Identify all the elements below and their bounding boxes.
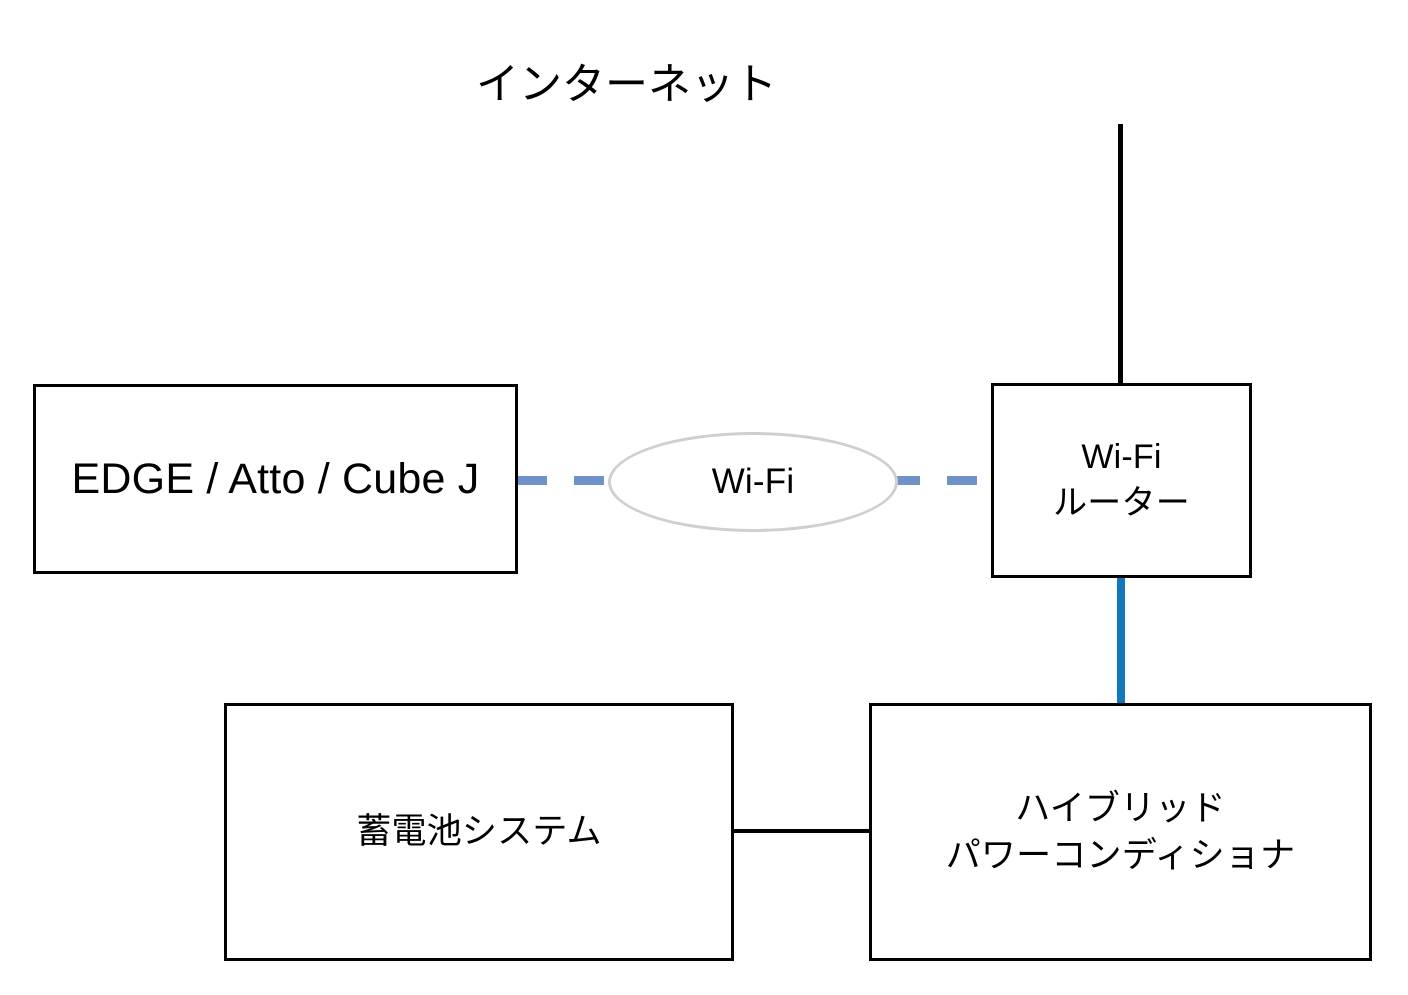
node-edge-device[interactable]: EDGE / Atto / Cube J	[33, 384, 518, 574]
node-wifi-router[interactable]: Wi-Fi ルーター	[991, 383, 1252, 578]
internet-label: インターネット	[476, 61, 777, 109]
connector-internet-to-router	[1118, 124, 1123, 386]
connector-edge-to-wifi-cloud	[517, 476, 617, 485]
node-wifi-router-label: Wi-Fi ルーター	[1053, 437, 1190, 522]
node-battery-system-label: 蓄電池システム	[356, 812, 602, 852]
node-battery-system[interactable]: 蓄電池システム	[224, 703, 734, 961]
node-wifi-cloud[interactable]: Wi-Fi	[608, 432, 898, 532]
node-power-conditioner[interactable]: ハイブリッド パワーコンディショナ	[869, 703, 1372, 961]
node-power-conditioner-label: ハイブリッド パワーコンディショナ	[945, 788, 1296, 875]
connector-battery-to-power-conditioner	[731, 829, 872, 833]
connector-router-to-power-conditioner	[1117, 575, 1125, 706]
node-edge-device-label: EDGE / Atto / Cube J	[71, 454, 480, 503]
node-wifi-cloud-label: Wi-Fi	[711, 462, 795, 502]
connector-wifi-cloud-to-router	[890, 476, 995, 485]
